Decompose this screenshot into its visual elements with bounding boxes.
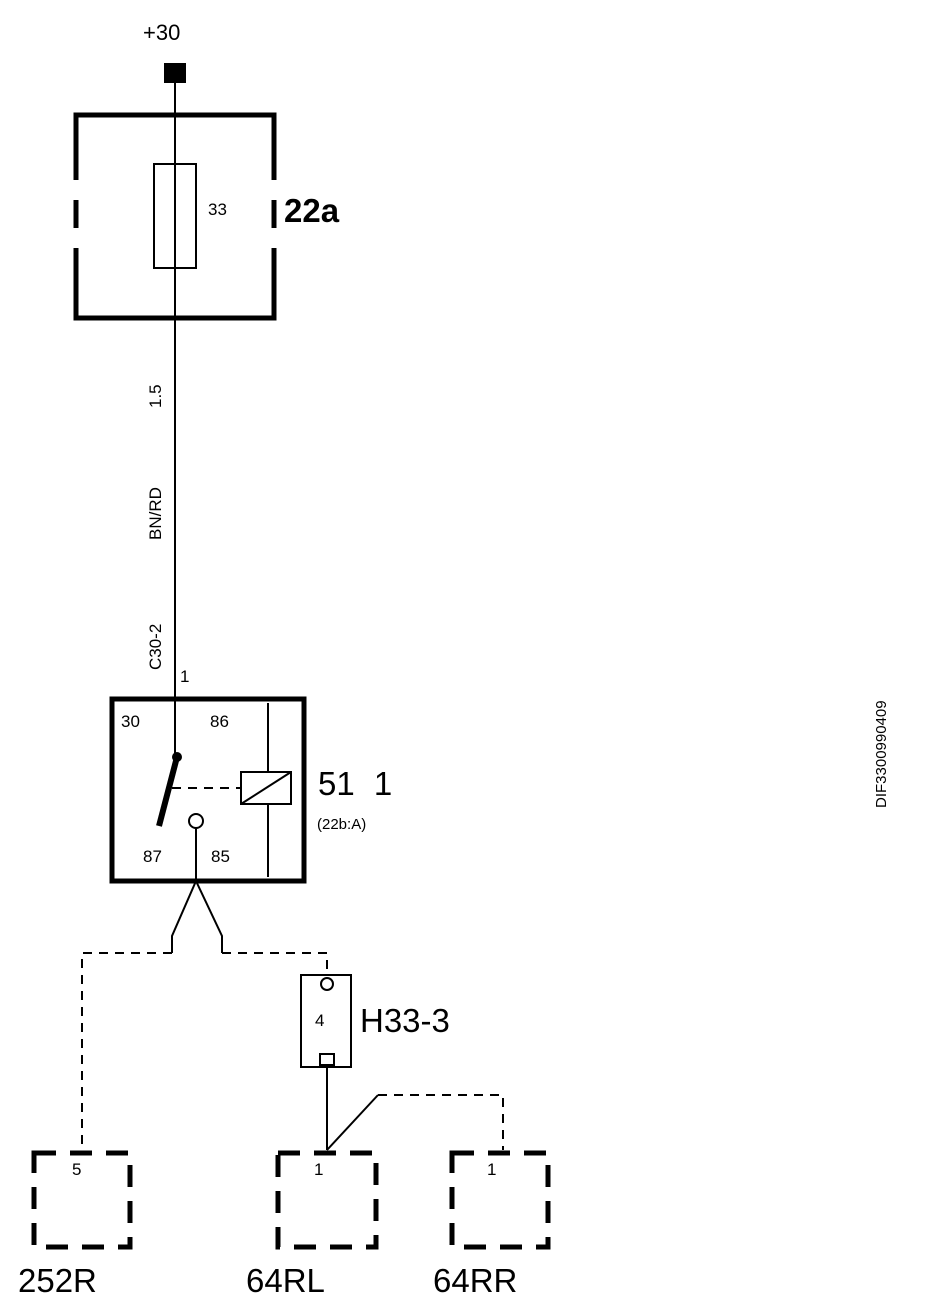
- connector-pin: 1: [180, 667, 189, 686]
- supply-label: +30: [143, 20, 180, 45]
- splice-label: H33-3: [360, 1002, 450, 1039]
- relay-terminal-85: 85: [211, 847, 230, 866]
- relay-switch-arm: [156, 756, 180, 827]
- fuse-number: 33: [208, 200, 227, 219]
- wire-64rl-diagonal: [326, 1094, 379, 1151]
- splice-h33-3: [300, 974, 352, 1068]
- fuse-box-label: 22a: [284, 192, 340, 229]
- branch-252r: [81, 952, 172, 1150]
- relay-label: 51 1: [318, 765, 392, 802]
- component-64rl: [275, 1150, 379, 1250]
- component-64rr: [449, 1150, 551, 1250]
- branch-64rr: [378, 1094, 504, 1150]
- relay-reference: (22b:A): [317, 816, 366, 833]
- wire-cross-section: 1.5: [146, 384, 165, 408]
- connector-label: C30-2: [146, 624, 165, 670]
- component-252r-pin: 5: [72, 1160, 81, 1179]
- relay-terminal-86: 86: [210, 712, 229, 731]
- document-id: DIF3300990409: [873, 700, 890, 808]
- split-left: [171, 880, 197, 953]
- relay-terminal-30: 30: [121, 712, 140, 731]
- splice-bottom-contact: [319, 1053, 335, 1066]
- supply-terminal: [164, 63, 186, 83]
- splice-top-contact: [320, 977, 334, 991]
- relay-coil-diagonal: [240, 771, 292, 805]
- wire-color: BN/RD: [146, 487, 165, 540]
- relay-contact: [188, 813, 204, 829]
- component-64rr-pin: 1: [487, 1160, 496, 1179]
- relay-terminal-87: 87: [143, 847, 162, 866]
- split-right: [195, 880, 223, 953]
- branch-splice: [222, 952, 328, 975]
- component-64rr-label: 64RR: [433, 1262, 517, 1299]
- component-252r-label: 252R: [18, 1262, 97, 1299]
- relay-box: [109, 696, 307, 884]
- component-64rl-label: 64RL: [246, 1262, 325, 1299]
- component-252r: [31, 1150, 133, 1250]
- component-64rl-pin: 1: [314, 1160, 323, 1179]
- splice-number: 4: [315, 1011, 324, 1030]
- fuse-box-22a: [73, 112, 277, 321]
